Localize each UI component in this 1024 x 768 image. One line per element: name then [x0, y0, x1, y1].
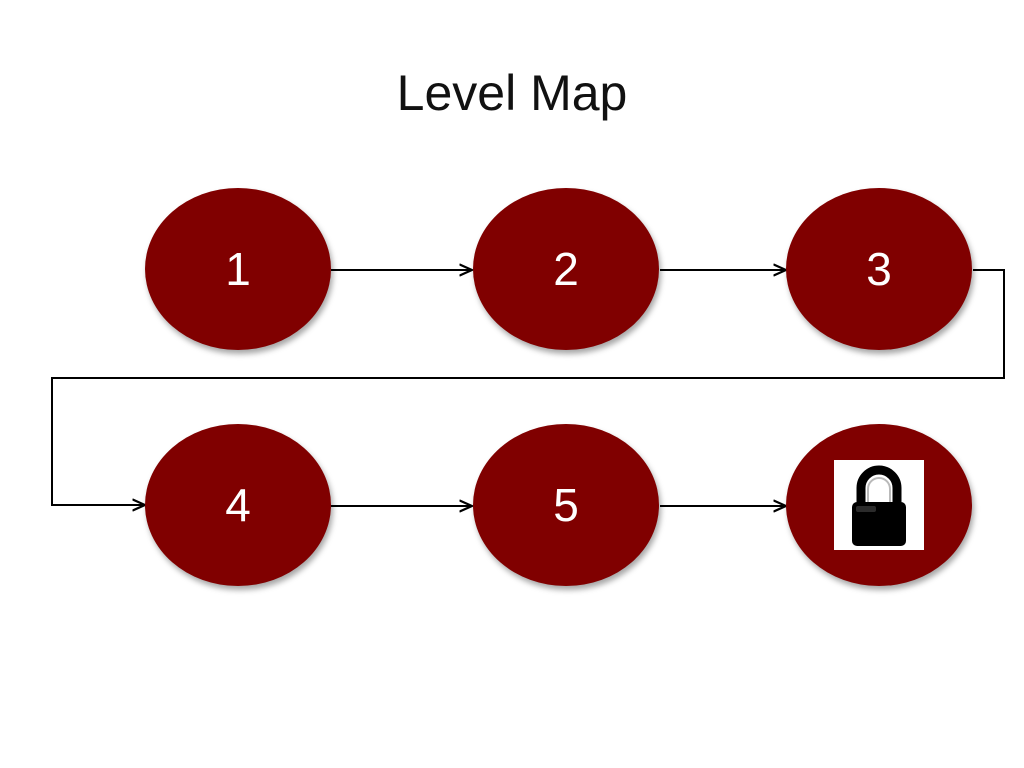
level-label: 1: [225, 243, 251, 295]
level-node-locked[interactable]: [786, 424, 972, 586]
level-node-4[interactable]: 4: [145, 424, 331, 586]
level-label: 2: [553, 243, 579, 295]
level-node-2[interactable]: 2: [473, 188, 659, 350]
lock-icon: [834, 460, 924, 550]
level-node-5[interactable]: 5: [473, 424, 659, 586]
level-label: 3: [866, 243, 892, 295]
level-node-1[interactable]: 1: [145, 188, 331, 350]
level-label: 4: [225, 479, 251, 531]
page-title: Level Map: [396, 65, 628, 121]
level-node-3[interactable]: 3: [786, 188, 972, 350]
level-label: 5: [553, 479, 579, 531]
arrow-3-4: [51, 269, 1005, 505]
